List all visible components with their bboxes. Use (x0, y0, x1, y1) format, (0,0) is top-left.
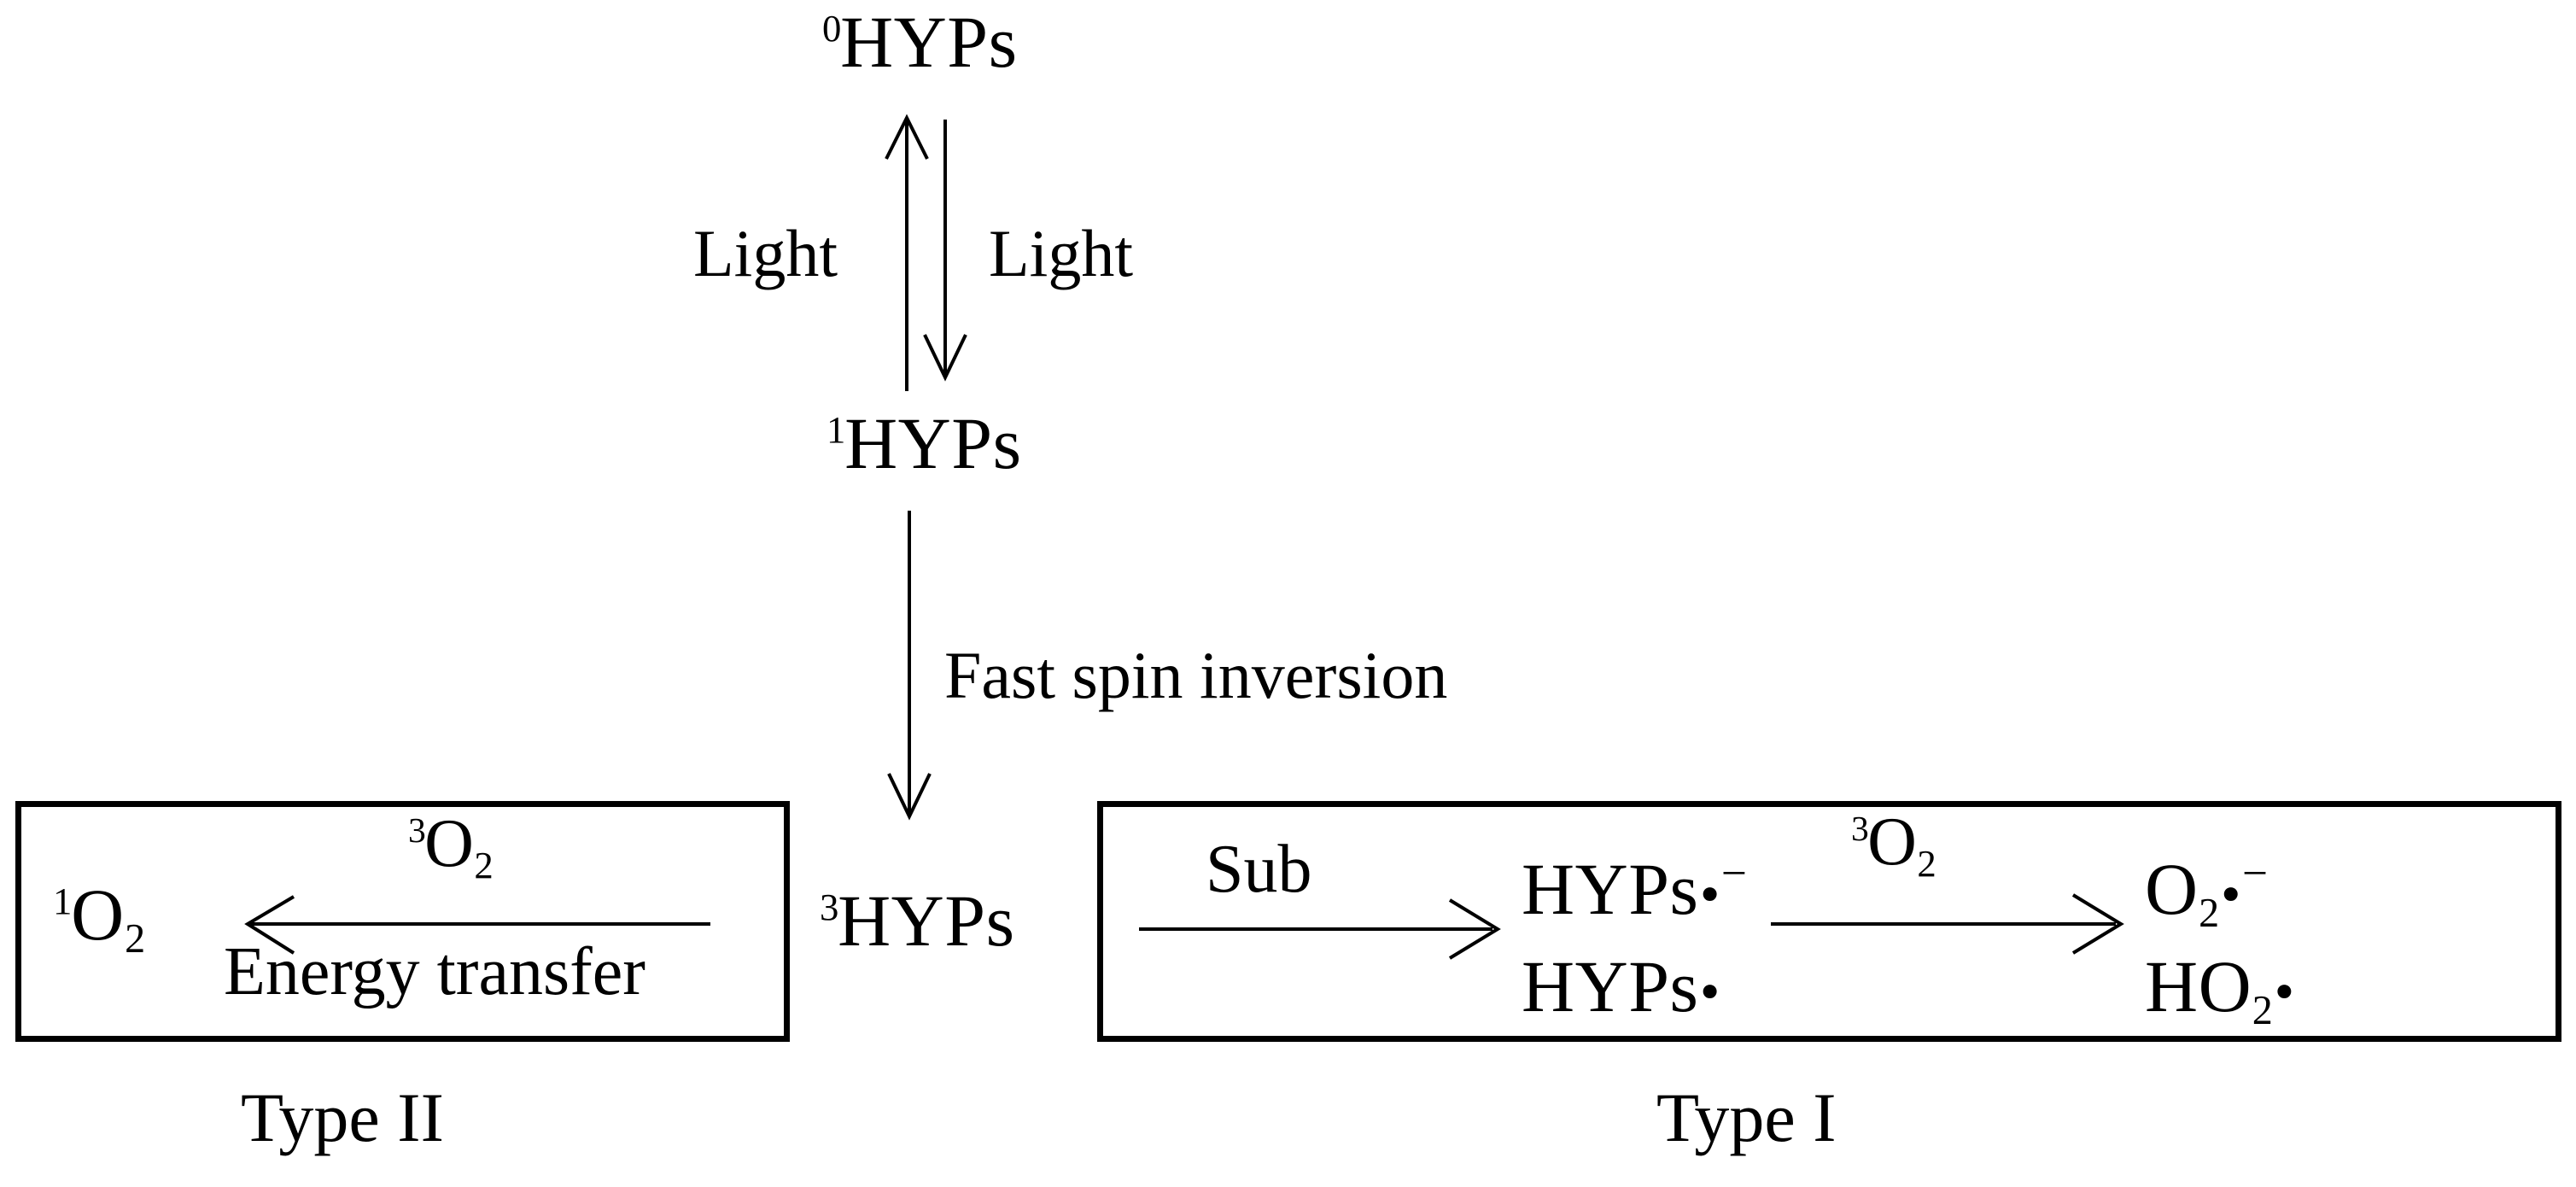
triplet-oxygen-subscript: 2 (474, 844, 494, 887)
oxygen-reduction-arrow-right (1771, 893, 2124, 955)
type-i-radical-anion: HYPs•− (1522, 851, 1747, 926)
radical-dot-icon: • (2220, 861, 2241, 926)
type-i-box (1097, 801, 2561, 1042)
negative-charge-icon: − (1720, 847, 1747, 899)
electron-transfer-arrow-right (1139, 898, 1501, 960)
type-i-reagent-triplet-oxygen: 3O2 (1851, 808, 1936, 883)
triplet-oxygen-name: O (424, 806, 474, 881)
excitation-light-label: Light (693, 216, 838, 290)
triplet-oxygen-name: O (1867, 804, 1917, 880)
emission-light-label: Light (989, 216, 1133, 290)
intersystem-crossing-arrow (887, 511, 932, 821)
intersystem-crossing-label: Fast spin inversion (944, 638, 1448, 712)
node-triplet-excited: 3HYPs (820, 884, 1015, 957)
type-i-radical-cation: HYPs• (1522, 950, 1720, 1023)
singlet-oxygen-subscript: 2 (125, 916, 146, 962)
emission-arrow-down (923, 120, 967, 382)
type-ii-product-singlet-oxygen: 1O2 (53, 878, 146, 960)
singlet-name: HYPs (844, 402, 1022, 484)
ground-state-name: HYPs (840, 1, 1018, 83)
energy-transfer-label: Energy transfer (224, 934, 645, 1009)
type-ii-box (15, 801, 790, 1042)
singlet-superscript: 1 (827, 408, 846, 452)
triplet-oxygen-superscript: 3 (408, 810, 426, 851)
substrate-label: Sub (1206, 832, 1312, 907)
type-i-superoxide-anion: O2•− (2145, 851, 2268, 934)
ground-state-superscript: 0 (822, 7, 842, 50)
singlet-oxygen-superscript: 1 (53, 880, 73, 923)
excitation-arrow-up (885, 114, 929, 391)
hydroperoxyl-name: HO (2145, 945, 2252, 1027)
type-ii-caption: Type II (241, 1079, 444, 1156)
node-singlet-excited: 1HYPs (827, 406, 1022, 480)
radical-name: HYPs (1522, 945, 1699, 1027)
superoxide-name: O (2145, 848, 2199, 930)
triplet-oxygen-subscript: 2 (1917, 842, 1936, 886)
triplet-oxygen-superscript: 3 (1851, 809, 1869, 849)
superoxide-subscript: 2 (2199, 891, 2220, 937)
hydroperoxyl-subscript: 2 (2252, 988, 2274, 1034)
triplet-name: HYPs (838, 880, 1015, 962)
type-ii-reagent-triplet-oxygen: 3O2 (408, 810, 494, 885)
radical-anion-name: HYPs (1522, 848, 1699, 930)
node-ground-state: 0HYPs (822, 5, 1018, 79)
type-i-caption: Type I (1656, 1079, 1837, 1156)
singlet-oxygen-name: O (71, 874, 125, 956)
energy-transfer-arrow-left (244, 895, 710, 955)
radical-dot-icon: • (1699, 958, 1720, 1023)
negative-charge-icon: − (2242, 847, 2268, 899)
type-i-hydroperoxyl-radical: HO2• (2145, 950, 2295, 1032)
radical-dot-icon: • (2274, 958, 2295, 1023)
radical-dot-icon: • (1699, 861, 1720, 926)
triplet-superscript: 3 (820, 886, 839, 929)
